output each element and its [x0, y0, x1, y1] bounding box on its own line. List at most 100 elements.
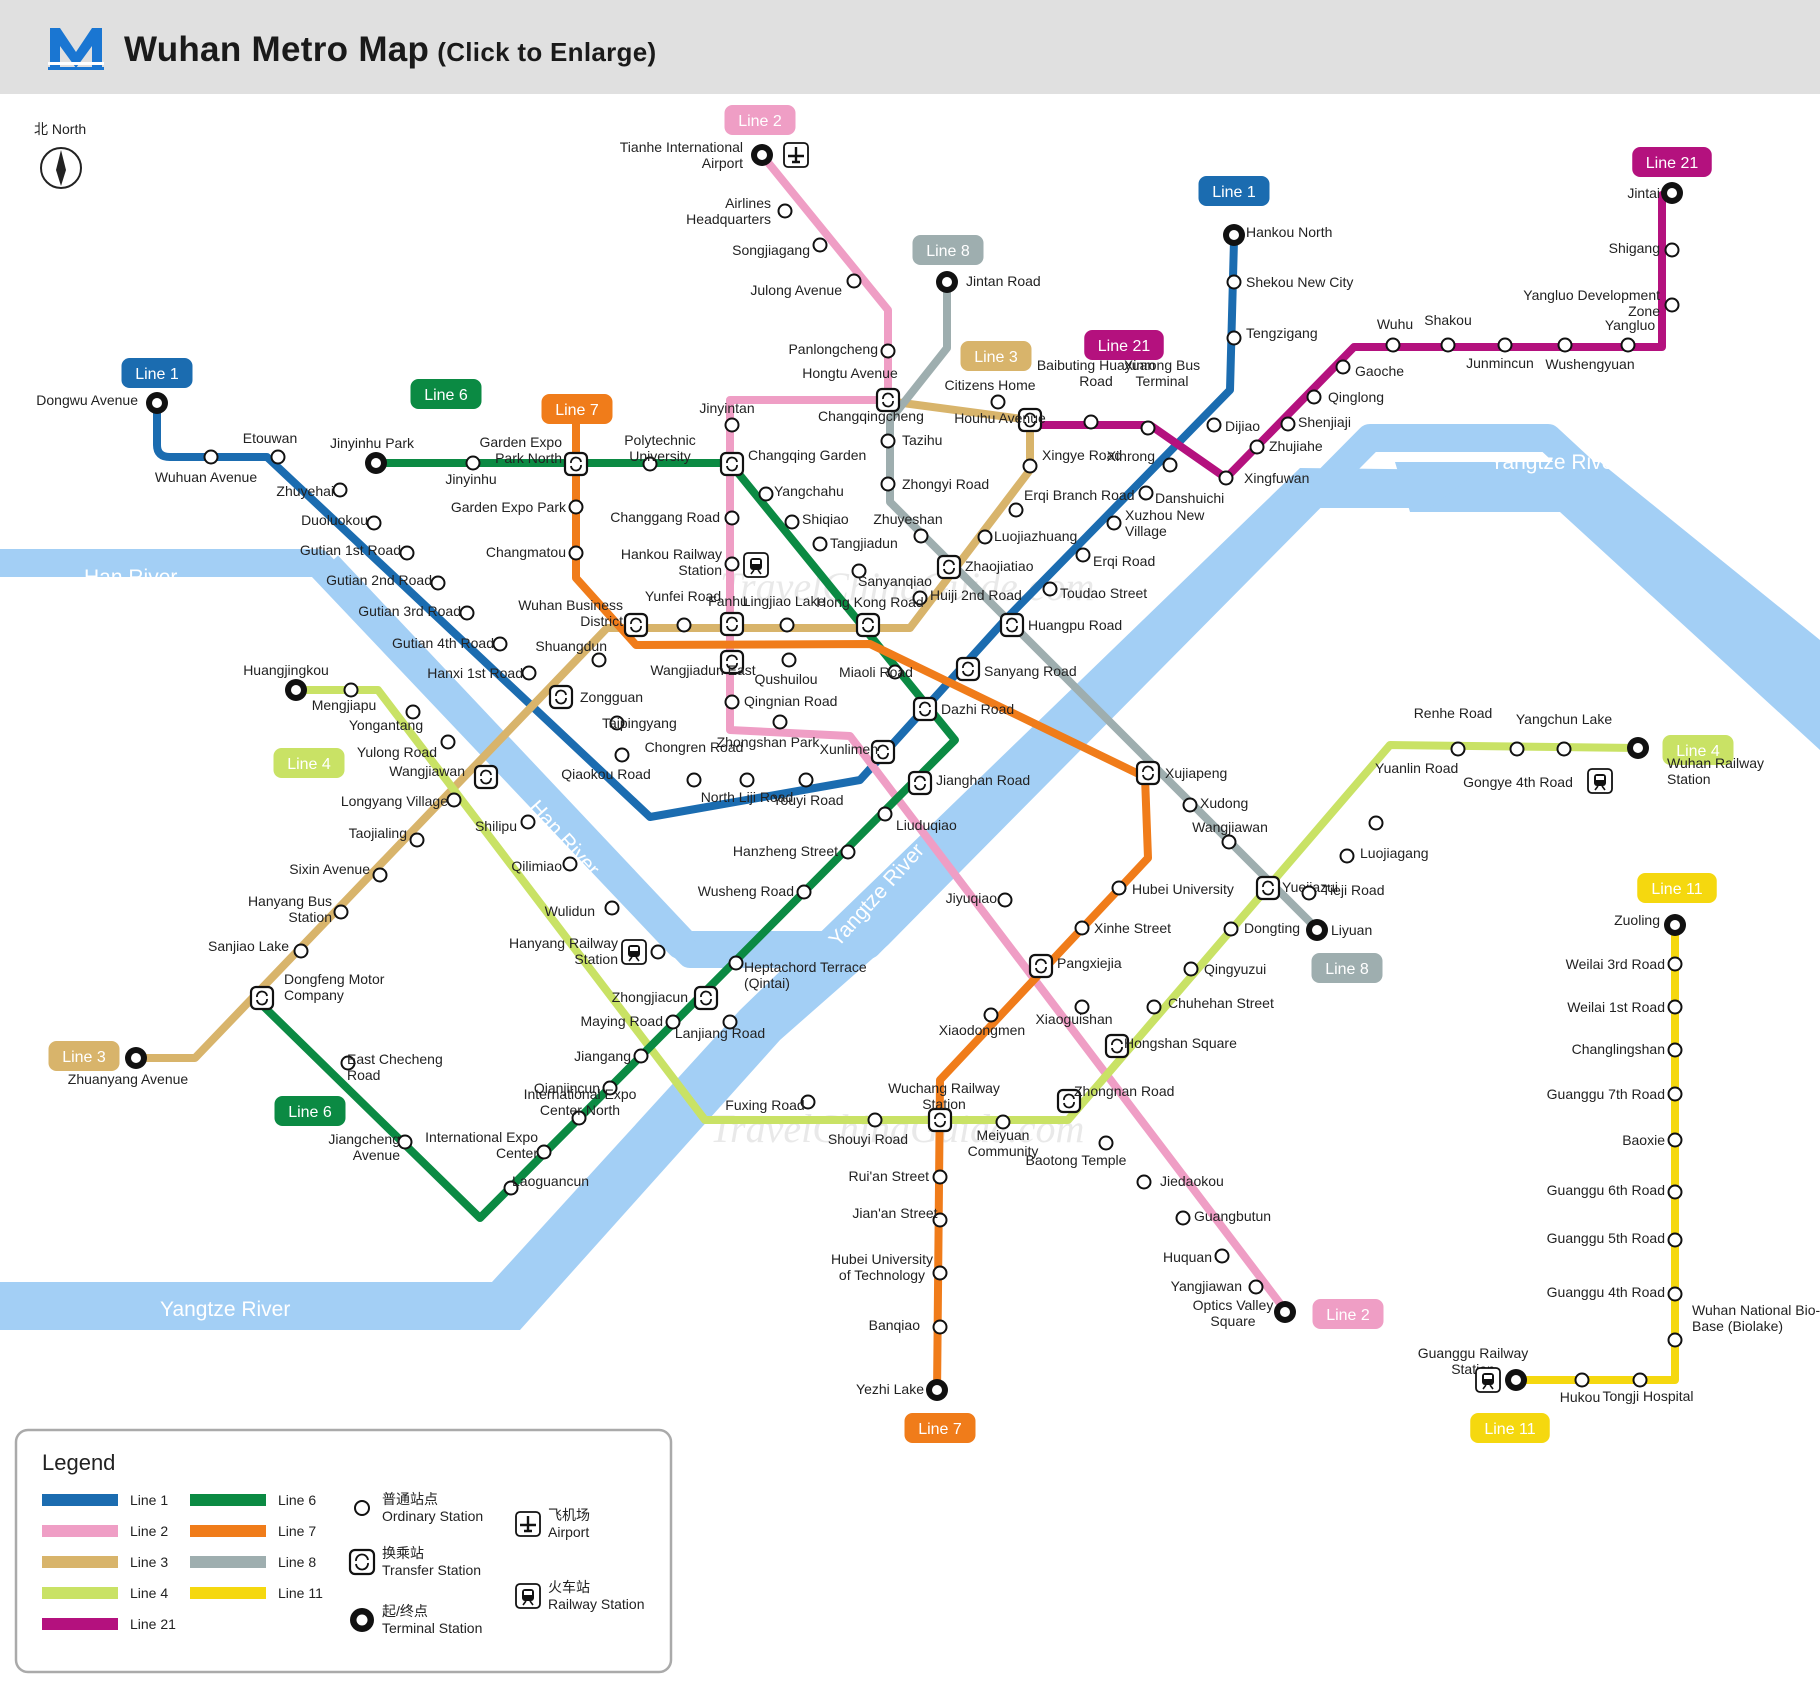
station-chongren-road[interactable]: Chongren Road — [645, 739, 744, 788]
station-houhu-avenue[interactable]: Houhu Avenue — [954, 407, 1046, 433]
station-banqiao[interactable]: Banqiao — [869, 1317, 948, 1335]
station-shenjiaji[interactable]: Shenjiaji — [1280, 414, 1351, 432]
station-julong-avenue[interactable]: Julong Avenue — [750, 273, 862, 299]
station-zongguan[interactable]: Zongguan — [548, 684, 643, 710]
station-laoguancun[interactable]: Laoguancun — [503, 1173, 590, 1196]
station-sixin-avenue[interactable]: Sixin Avenue — [289, 861, 388, 883]
badge-line-8[interactable]: Line 8 — [1311, 953, 1383, 983]
station-lanjiang-road[interactable]: Lanjiang Road — [675, 1014, 765, 1042]
station-hukou[interactable]: Hukou — [1560, 1372, 1600, 1406]
station-hongshan-square[interactable]: Hongshan Square — [1104, 1033, 1237, 1059]
station-yunfei-road[interactable]: Yunfei Road — [645, 588, 721, 633]
station-xiaodongmen[interactable]: Xiaodongmen — [939, 1007, 1025, 1039]
station-heptachord-terrace-qintai[interactable]: Heptachord Terrace(Qintai) — [728, 955, 867, 992]
station-zhuyeshan[interactable]: Zhuyeshan — [873, 511, 943, 544]
station-liuduqiao[interactable]: Liuduqiao — [877, 806, 957, 834]
metro-line-line-11[interactable] — [1512, 921, 1679, 1384]
station-xingfuwan[interactable]: Xingfuwan — [1218, 470, 1310, 486]
station-yangjiawan[interactable]: Yangjiawan — [1171, 1278, 1264, 1295]
badge-line-2[interactable]: Line 2 — [724, 105, 796, 135]
station-erqi-branch-road[interactable]: Erqi Branch Road — [1008, 487, 1135, 518]
station-guanggu-7th-road[interactable]: Guanggu 7th Road — [1547, 1086, 1683, 1102]
station-changlingshan[interactable]: Changlingshan — [1572, 1041, 1683, 1058]
badge-line-6[interactable]: Line 6 — [410, 379, 482, 409]
station-yuejiazui[interactable]: Yuejiazui — [1255, 875, 1338, 901]
station-changqing-garden[interactable]: Changqing Garden — [719, 447, 866, 477]
station-huangpu-road[interactable]: Huangpu Road — [999, 612, 1122, 638]
station-yongantang[interactable]: Yongantang — [349, 704, 423, 734]
station-wushengyuan[interactable]: Wushengyuan — [1545, 337, 1635, 373]
page-title[interactable]: Wuhan Metro Map(Click to Enlarge) — [124, 30, 656, 70]
station-zhongnan-road[interactable]: Zhongnan Road — [1056, 1083, 1174, 1114]
station-wuhan-national-bio-industry-base-biolake[interactable]: Wuhan National Bio-industryBase (Biolake… — [1667, 1302, 1820, 1348]
station-jintai[interactable]: Jintai — [1627, 182, 1683, 204]
station-changgang-road[interactable]: Changgang Road — [610, 509, 740, 526]
station-gutian-4th-road[interactable]: Gutian 4th Road — [392, 635, 508, 652]
station-weilai-1st-road[interactable]: Weilai 1st Road — [1567, 999, 1683, 1015]
station-jiangang[interactable]: Jiangang — [574, 1048, 649, 1064]
station-xinrong[interactable]: Xinrong — [1107, 448, 1178, 473]
station-youyi-road[interactable]: Youyi Road — [772, 772, 844, 809]
station-hanzheng-street[interactable]: Hanzheng Street — [733, 843, 856, 860]
station-fuxing-road[interactable]: Fuxing Road — [725, 1094, 816, 1114]
station-fanhu[interactable]: Fanhu — [708, 593, 748, 637]
station-jintan-road[interactable]: Jintan Road — [936, 271, 1041, 293]
station-renhe-road[interactable]: Renhe Road — [1414, 705, 1493, 757]
station-longyang-village[interactable]: Longyang Village — [341, 792, 462, 809]
badge-line-21[interactable]: Line 21 — [1084, 330, 1164, 360]
station-shuangdun[interactable]: Shuangdun — [535, 638, 607, 668]
station-guanggu-5th-road[interactable]: Guanggu 5th Road — [1547, 1230, 1683, 1248]
station-junmincun[interactable]: Junmincun — [1466, 337, 1534, 372]
station-yangchun-lake[interactable]: Yangchun Lake — [1516, 711, 1612, 757]
station-xingye-road[interactable]: Xingye Road — [1022, 447, 1123, 474]
badge-line-8[interactable]: Line 8 — [912, 235, 984, 265]
station-zhuanyang-avenue[interactable]: Zhuanyang Avenue — [68, 1047, 189, 1087]
badge-line-11[interactable]: Line 11 — [1470, 1413, 1550, 1443]
station-huquan[interactable]: Huquan — [1163, 1248, 1230, 1265]
station-zuoling[interactable]: Zuoling — [1614, 912, 1686, 936]
station-erqi-road[interactable]: Erqi Road — [1075, 547, 1156, 570]
station-north-liji-road[interactable]: North Liji Road — [701, 772, 794, 806]
station-guanggu-4th-road[interactable]: Guanggu 4th Road — [1547, 1284, 1683, 1302]
station-shiqiao[interactable]: Shiqiao — [784, 511, 849, 530]
station-zhuyehai[interactable]: Zhuyehai — [276, 482, 348, 499]
station-shakou[interactable]: Shakou — [1424, 312, 1472, 353]
station-zhongshan-park[interactable]: Zhongshan Park — [717, 714, 821, 751]
station-huiji-2nd-road[interactable]: Huiji 2nd Road — [912, 587, 1022, 606]
station-duoluokou[interactable]: Duoluokou — [301, 512, 382, 531]
badge-line-2[interactable]: Line 2 — [1312, 1299, 1384, 1329]
station-gutian-1st-road[interactable]: Gutian 1st Road — [300, 542, 415, 561]
station-qilimiao[interactable]: Qilimiao — [511, 856, 578, 875]
station-baotong-temple[interactable]: Baotong Temple — [1026, 1135, 1127, 1169]
station-jiyuqiao[interactable]: Jiyuqiao — [946, 890, 1013, 908]
badge-line-11[interactable]: Line 11 — [1637, 873, 1717, 903]
station-baoxie[interactable]: Baoxie — [1622, 1132, 1683, 1148]
station-toudao-street[interactable]: Toudao Street — [1042, 581, 1148, 602]
station-zhaojiatiao[interactable]: Zhaojiatiao — [936, 554, 1034, 580]
station-huangjingkou[interactable]: Huangjingkou — [243, 662, 329, 701]
station-chuhehan-street[interactable]: Chuhehan Street — [1146, 995, 1274, 1015]
station-yangchahu[interactable]: Yangchahu — [758, 483, 844, 502]
station-dijiao[interactable]: Dijiao — [1206, 417, 1261, 434]
station-hanxi-1st-road[interactable]: Hanxi 1st Road — [427, 665, 537, 681]
station-qiaokou-road[interactable]: Qiaokou Road — [561, 747, 651, 783]
station-dazhi-road[interactable]: Dazhi Road — [912, 696, 1014, 722]
station-zhujiahe[interactable]: Zhujiahe — [1249, 438, 1323, 455]
station-tengzigang[interactable]: Tengzigang — [1226, 325, 1318, 346]
